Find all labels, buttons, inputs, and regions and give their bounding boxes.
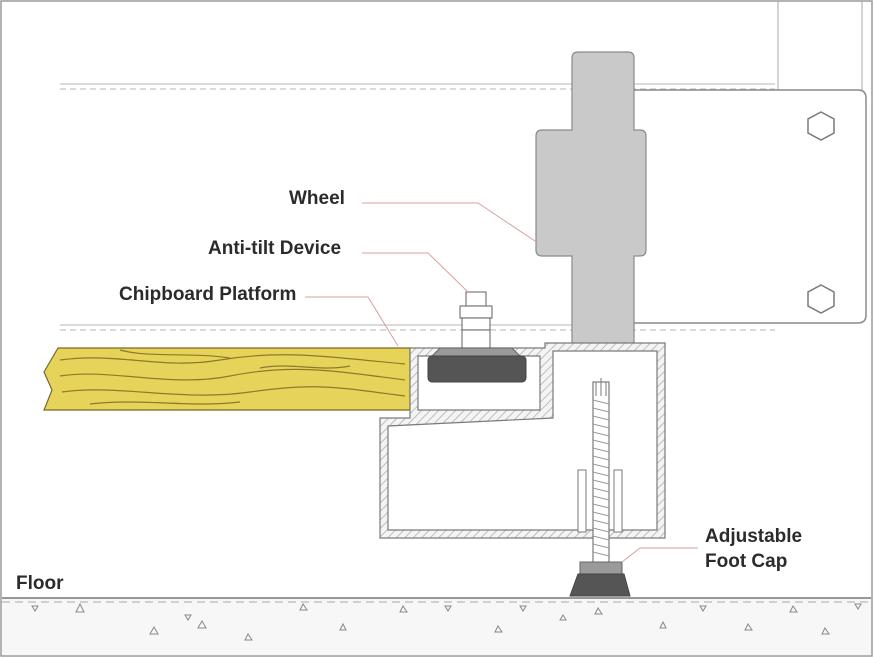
chipboard-platform-label: Chipboard Platform bbox=[119, 284, 297, 305]
leader-lines bbox=[305, 202, 698, 563]
adjustable-foot-cap-label-line2: Foot Cap bbox=[705, 551, 788, 572]
anti-tilt-leader bbox=[362, 252, 469, 293]
chipboard-platform-shape bbox=[43, 347, 411, 411]
chipboard-leader bbox=[305, 296, 399, 347]
floor-shape bbox=[2, 597, 871, 655]
floor-label: Floor bbox=[16, 573, 64, 594]
bolt-icon bbox=[807, 111, 835, 314]
wheel-label: Wheel bbox=[289, 188, 345, 209]
adjustable-foot-cap-label: Adjustable Foot Cap bbox=[705, 524, 802, 574]
adjustable-foot-cap-label-line1: Adjustable bbox=[705, 526, 803, 547]
anti-tilt-device-shape bbox=[427, 291, 527, 383]
wheel-leader bbox=[362, 202, 539, 244]
axle-bracket bbox=[629, 89, 867, 331]
adjustable-foot-shape bbox=[569, 378, 631, 597]
wheel-shape bbox=[535, 51, 647, 349]
anti-tilt-device-label: Anti-tilt Device bbox=[208, 238, 342, 259]
foot-cap-leader bbox=[621, 547, 698, 563]
